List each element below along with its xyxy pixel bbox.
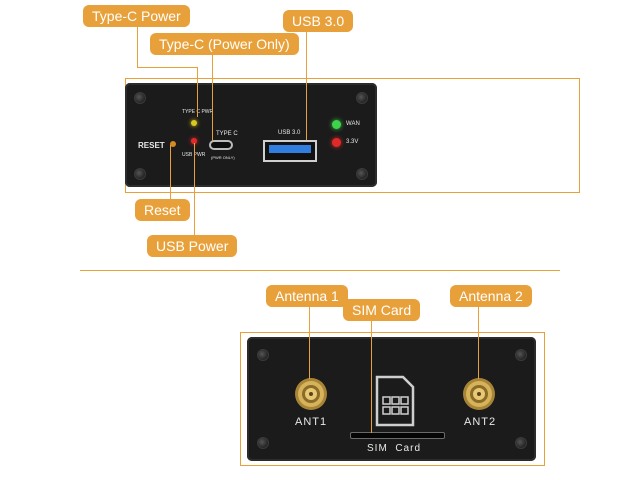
callout-sim-card: SIM Card <box>343 299 421 321</box>
front-panel: RESET TYPE C PWR USB PWR TYPE C (PWR ONL… <box>125 83 377 187</box>
callout-typec-power-only: Type-C (Power Only) <box>150 33 299 55</box>
callout-antenna2: Antenna 2 <box>450 285 532 307</box>
wan-led <box>332 120 341 129</box>
leader-antenna2 <box>478 307 479 379</box>
usb3-port-tongue <box>269 145 311 153</box>
leader-typec-power-only <box>212 55 213 141</box>
leader-antenna1 <box>309 307 310 379</box>
leader-usb-power <box>194 143 195 235</box>
back-panel: ANT1 ANT2 SIM Card <box>247 337 536 461</box>
screw-top-left <box>134 92 146 104</box>
screw-top-right <box>356 92 368 104</box>
callout-usb3: USB 3.0 <box>283 10 354 32</box>
leader-typec-power-h <box>137 27 138 67</box>
screw-bottom-right <box>515 437 527 449</box>
usb3-label: USB 3.0 <box>278 130 301 136</box>
screw-bottom-left <box>257 437 269 449</box>
ant2-label: ANT2 <box>464 416 497 428</box>
screw-top-right <box>515 349 527 361</box>
wan-label: WAN <box>346 121 360 127</box>
screw-bottom-left <box>134 168 146 180</box>
leader-reset <box>170 145 171 199</box>
v33-label: 3.3V <box>346 139 359 145</box>
leader-sim-card <box>371 321 372 433</box>
leader-typec-power-down <box>197 67 198 117</box>
callout-antenna1: Antenna 1 <box>266 285 348 307</box>
reset-button[interactable] <box>170 141 176 147</box>
usb-pwr-label: USB PWR <box>182 152 206 158</box>
back-panel-frame <box>240 332 545 466</box>
typec-label: TYPE C <box>216 131 238 137</box>
leader-usb3 <box>306 32 307 140</box>
antenna1-connector-icon[interactable] <box>294 377 328 411</box>
pwr-only-label: (PWR ONLY) <box>211 155 235 160</box>
typec-port[interactable] <box>209 140 233 150</box>
sim-card-label: SIM Card <box>367 443 422 454</box>
usb-pwr-led <box>191 138 197 144</box>
leader-typec-power-v <box>137 67 198 68</box>
reset-label: RESET <box>138 141 165 150</box>
antenna2-connector-icon[interactable] <box>462 377 496 411</box>
section-divider <box>80 270 560 271</box>
callout-typec-power: Type-C Power <box>83 5 190 27</box>
screw-top-left <box>257 349 269 361</box>
ant1-label: ANT1 <box>295 416 328 428</box>
typec-pwr-led <box>191 120 197 126</box>
screw-bottom-right <box>356 168 368 180</box>
sim-card-slot[interactable] <box>350 432 445 439</box>
v33-led <box>332 138 341 147</box>
usb3-port[interactable] <box>263 140 317 162</box>
callout-reset: Reset <box>135 199 190 221</box>
callout-usb-power: USB Power <box>147 235 238 257</box>
sim-card-icon <box>375 375 415 427</box>
